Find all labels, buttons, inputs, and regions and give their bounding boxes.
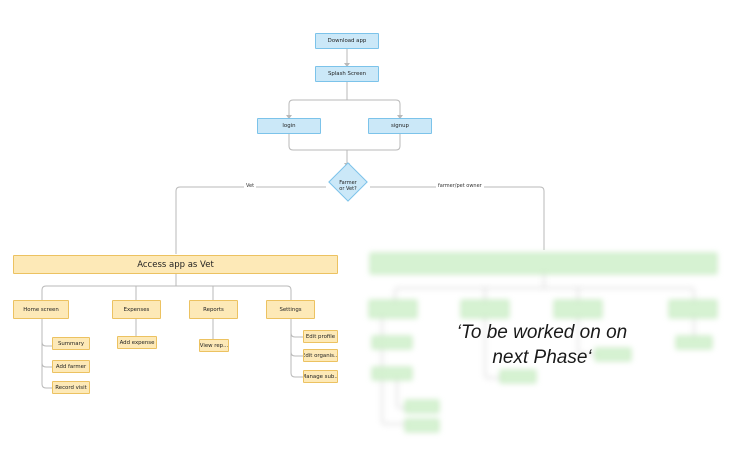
- settings-node: Settings: [266, 300, 315, 319]
- access-app-as-vet-node: Access app as Vet: [13, 255, 338, 274]
- farmer-edge-label: farmer/pet owner: [436, 183, 484, 189]
- next-phase-note: ‘To be worked on on next Phase‘: [432, 320, 652, 370]
- view-reports-node: View rep...: [199, 339, 229, 352]
- download-app-node: Download app: [315, 33, 379, 49]
- record-visit-node: Record visit: [52, 381, 90, 394]
- signup-node: signup: [368, 118, 432, 134]
- add-expense-node: Add expense: [117, 336, 157, 349]
- expenses-node: Expenses: [112, 300, 161, 319]
- splash-screen-node: Splash Screen: [315, 66, 379, 82]
- vet-edge-label: Vet: [244, 183, 257, 189]
- home-screen-node: Home screen: [13, 300, 69, 319]
- reports-node: Reports: [189, 300, 238, 319]
- decision-label-line2: or Vet?: [339, 186, 357, 192]
- decision-label: Farmer or Vet?: [326, 176, 370, 196]
- login-node: login: [257, 118, 321, 134]
- add-farmer-node: Add farmer: [52, 360, 90, 373]
- next-phase-note-line2: next Phase‘: [492, 347, 592, 368]
- edit-profile-node: Edit profile: [303, 330, 338, 343]
- next-phase-note-line1: ‘To be worked on on: [456, 322, 628, 343]
- manage-subscription-node: Manage sub...: [303, 370, 338, 383]
- edit-organisation-node: Edit organis...: [303, 349, 338, 362]
- decision-label-line1: Farmer: [339, 180, 357, 186]
- summary-node: Summary: [52, 337, 90, 350]
